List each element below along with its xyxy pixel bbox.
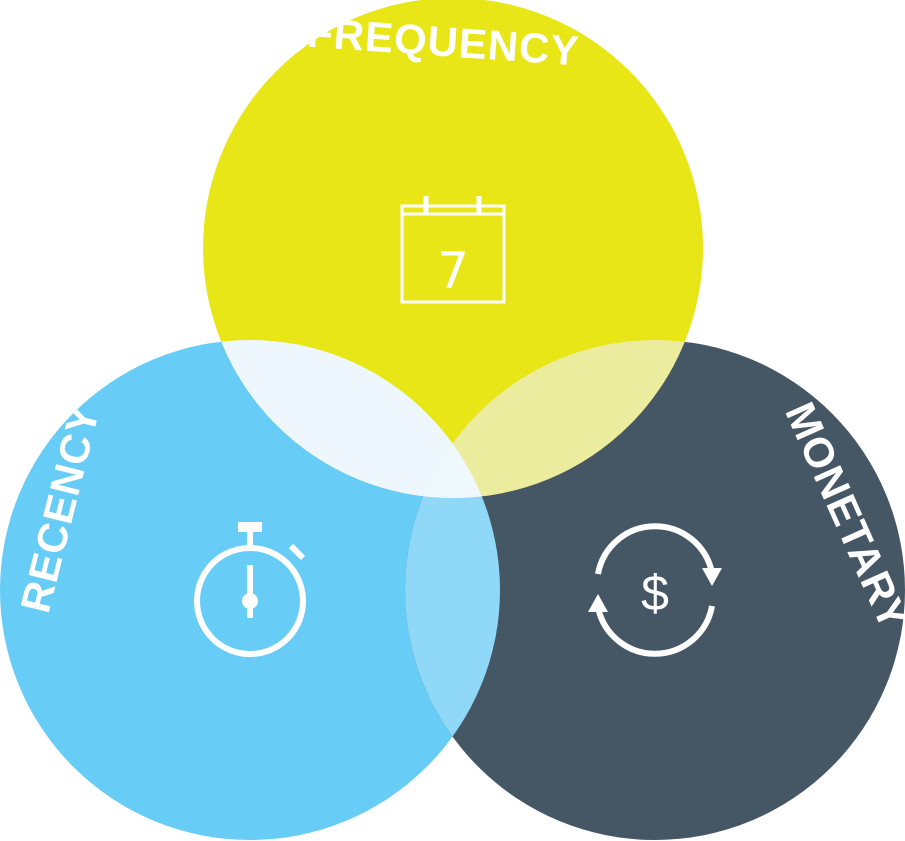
currency-cycle-icon [588,523,722,657]
currency-symbol: $ [641,565,669,621]
calendar-icon [400,196,506,304]
calendar-day: 7 [437,242,469,300]
frequency-monetary-overlap [405,340,703,498]
recency-frequency-overlap [203,340,500,498]
stopwatch-icon [194,522,306,657]
